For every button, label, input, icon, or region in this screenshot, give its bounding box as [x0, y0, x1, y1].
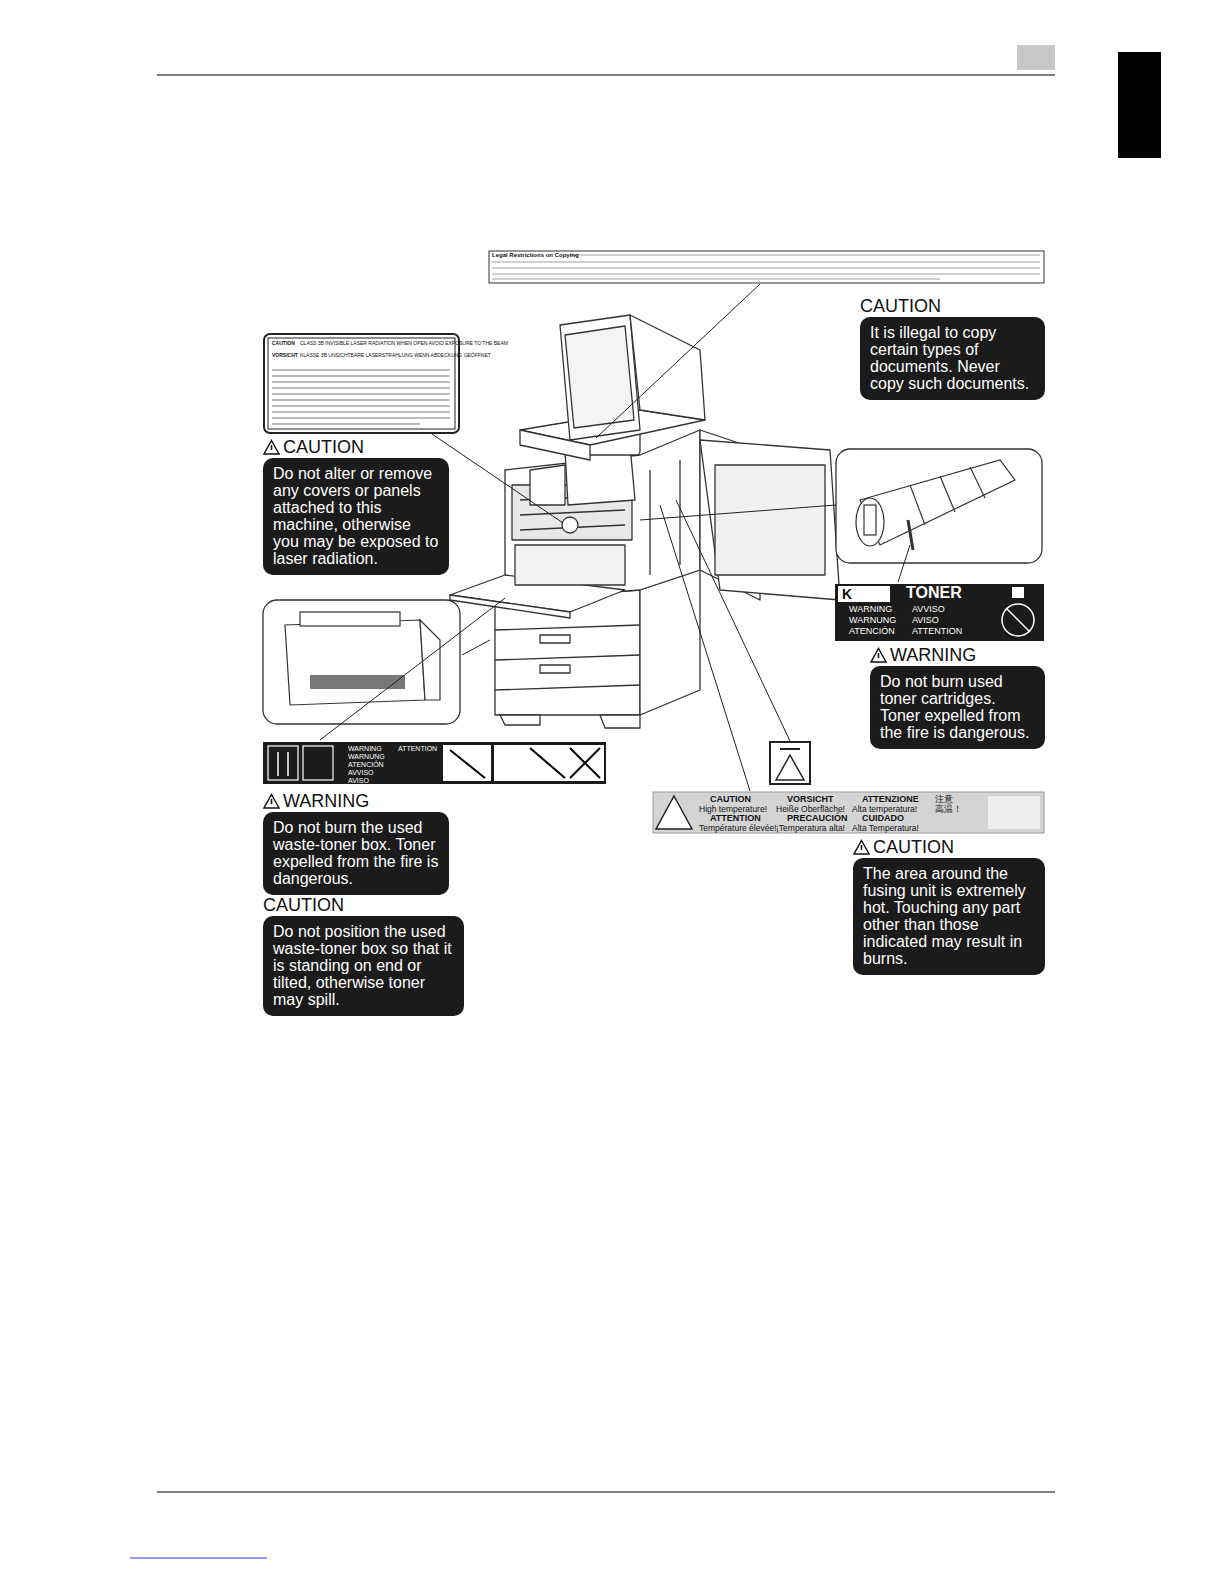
- label-text: WARNING: [849, 605, 892, 614]
- label-text: TONER: [906, 585, 962, 602]
- label-text: ¡Temperatura alta!: [776, 824, 845, 833]
- label-text: Alta temperatura!: [852, 805, 917, 814]
- callout-heading-row: CAUTION: [263, 437, 449, 457]
- label-text: ATTENTION: [710, 814, 761, 823]
- callout-heading-row: CAUTION: [853, 837, 1045, 857]
- callout-text: The area around the fusing unit is extre…: [853, 858, 1045, 975]
- label-text: AVISO: [348, 777, 369, 784]
- callout-box: CAUTIONThe area around the fusing unit i…: [853, 837, 1045, 975]
- label-text: WARNING: [348, 745, 382, 752]
- label-text: ATTENTION: [398, 745, 437, 752]
- label-text: AVVISO: [912, 605, 945, 614]
- label-text: Legal Restrictions on Copying: [492, 252, 579, 258]
- label-text: 注意: [935, 795, 953, 804]
- callout-text: Do not burn used toner cartridges. Toner…: [870, 666, 1045, 749]
- label-text: AVVISO: [348, 769, 374, 776]
- callout-text: Do not alter or remove any covers or pan…: [263, 458, 449, 575]
- callout-heading-row: CAUTION: [263, 895, 464, 915]
- label-text: ATENCIÓN: [348, 761, 384, 768]
- label-text: KLASSE 3B UNSICHTBARE LASERSTRAHLUNG WEN…: [300, 353, 491, 358]
- label-text: CAUTION: [272, 341, 295, 346]
- callout-heading-row: WARNING: [263, 791, 449, 811]
- callout-box: CAUTIONDo not alter or remove any covers…: [263, 437, 449, 575]
- callout-box: WARNINGDo not burn used toner cartridges…: [870, 645, 1045, 749]
- warning-triangle: [853, 839, 870, 855]
- label-text: Heiße Oberfläche!: [776, 805, 845, 814]
- warning-triangle: [870, 647, 887, 663]
- callout-box: CAUTIONIt is illegal to copy certain typ…: [860, 296, 1045, 400]
- callout-heading: WARNING: [890, 645, 976, 665]
- label-text: 高温！: [935, 805, 962, 814]
- callout-heading: CAUTION: [873, 837, 954, 857]
- callout-heading: WARNING: [283, 791, 369, 811]
- callout-box: WARNINGDo not burn the used waste-toner …: [263, 791, 449, 895]
- label-text: VORSICHT: [272, 353, 298, 358]
- label-text: Alta Temperatura!: [852, 824, 919, 833]
- label-text: High temperature!: [699, 805, 767, 814]
- label-text: ATENCIÓN: [849, 627, 895, 636]
- callout-heading: CAUTION: [283, 437, 364, 457]
- warning-triangle: [263, 439, 280, 455]
- label-text: WARNUNG: [348, 753, 385, 760]
- callout-text: Do not burn the used waste-toner box. To…: [263, 812, 449, 895]
- label-text: K: [842, 587, 852, 602]
- label-text: PRECAUCIÓN: [787, 814, 848, 823]
- label-text: VORSICHT: [787, 795, 834, 804]
- callout-heading: CAUTION: [263, 895, 344, 915]
- label-text: CLASS 3B INVISIBLE LASER RADIATION WHEN …: [300, 341, 508, 346]
- callout-heading: CAUTION: [860, 296, 941, 316]
- callout-heading-row: WARNING: [870, 645, 1045, 665]
- label-text: CAUTION: [710, 795, 751, 804]
- label-text: ATTENTION: [912, 627, 962, 636]
- callout-heading-row: CAUTION: [860, 296, 1045, 316]
- warning-triangle: [263, 793, 280, 809]
- callout-text: It is illegal to copy certain types of d…: [860, 317, 1045, 400]
- label-text: Température élevée!: [699, 824, 777, 833]
- label-text: CUIDADO: [862, 814, 904, 823]
- callout-box: CAUTIONDo not position the used waste-to…: [263, 895, 464, 1016]
- callout-text: Do not position the used waste-toner box…: [263, 916, 464, 1016]
- label-text: WARNUNG: [849, 616, 896, 625]
- label-text: AVISO: [912, 616, 939, 625]
- label-text: ATTENZIONE: [862, 795, 919, 804]
